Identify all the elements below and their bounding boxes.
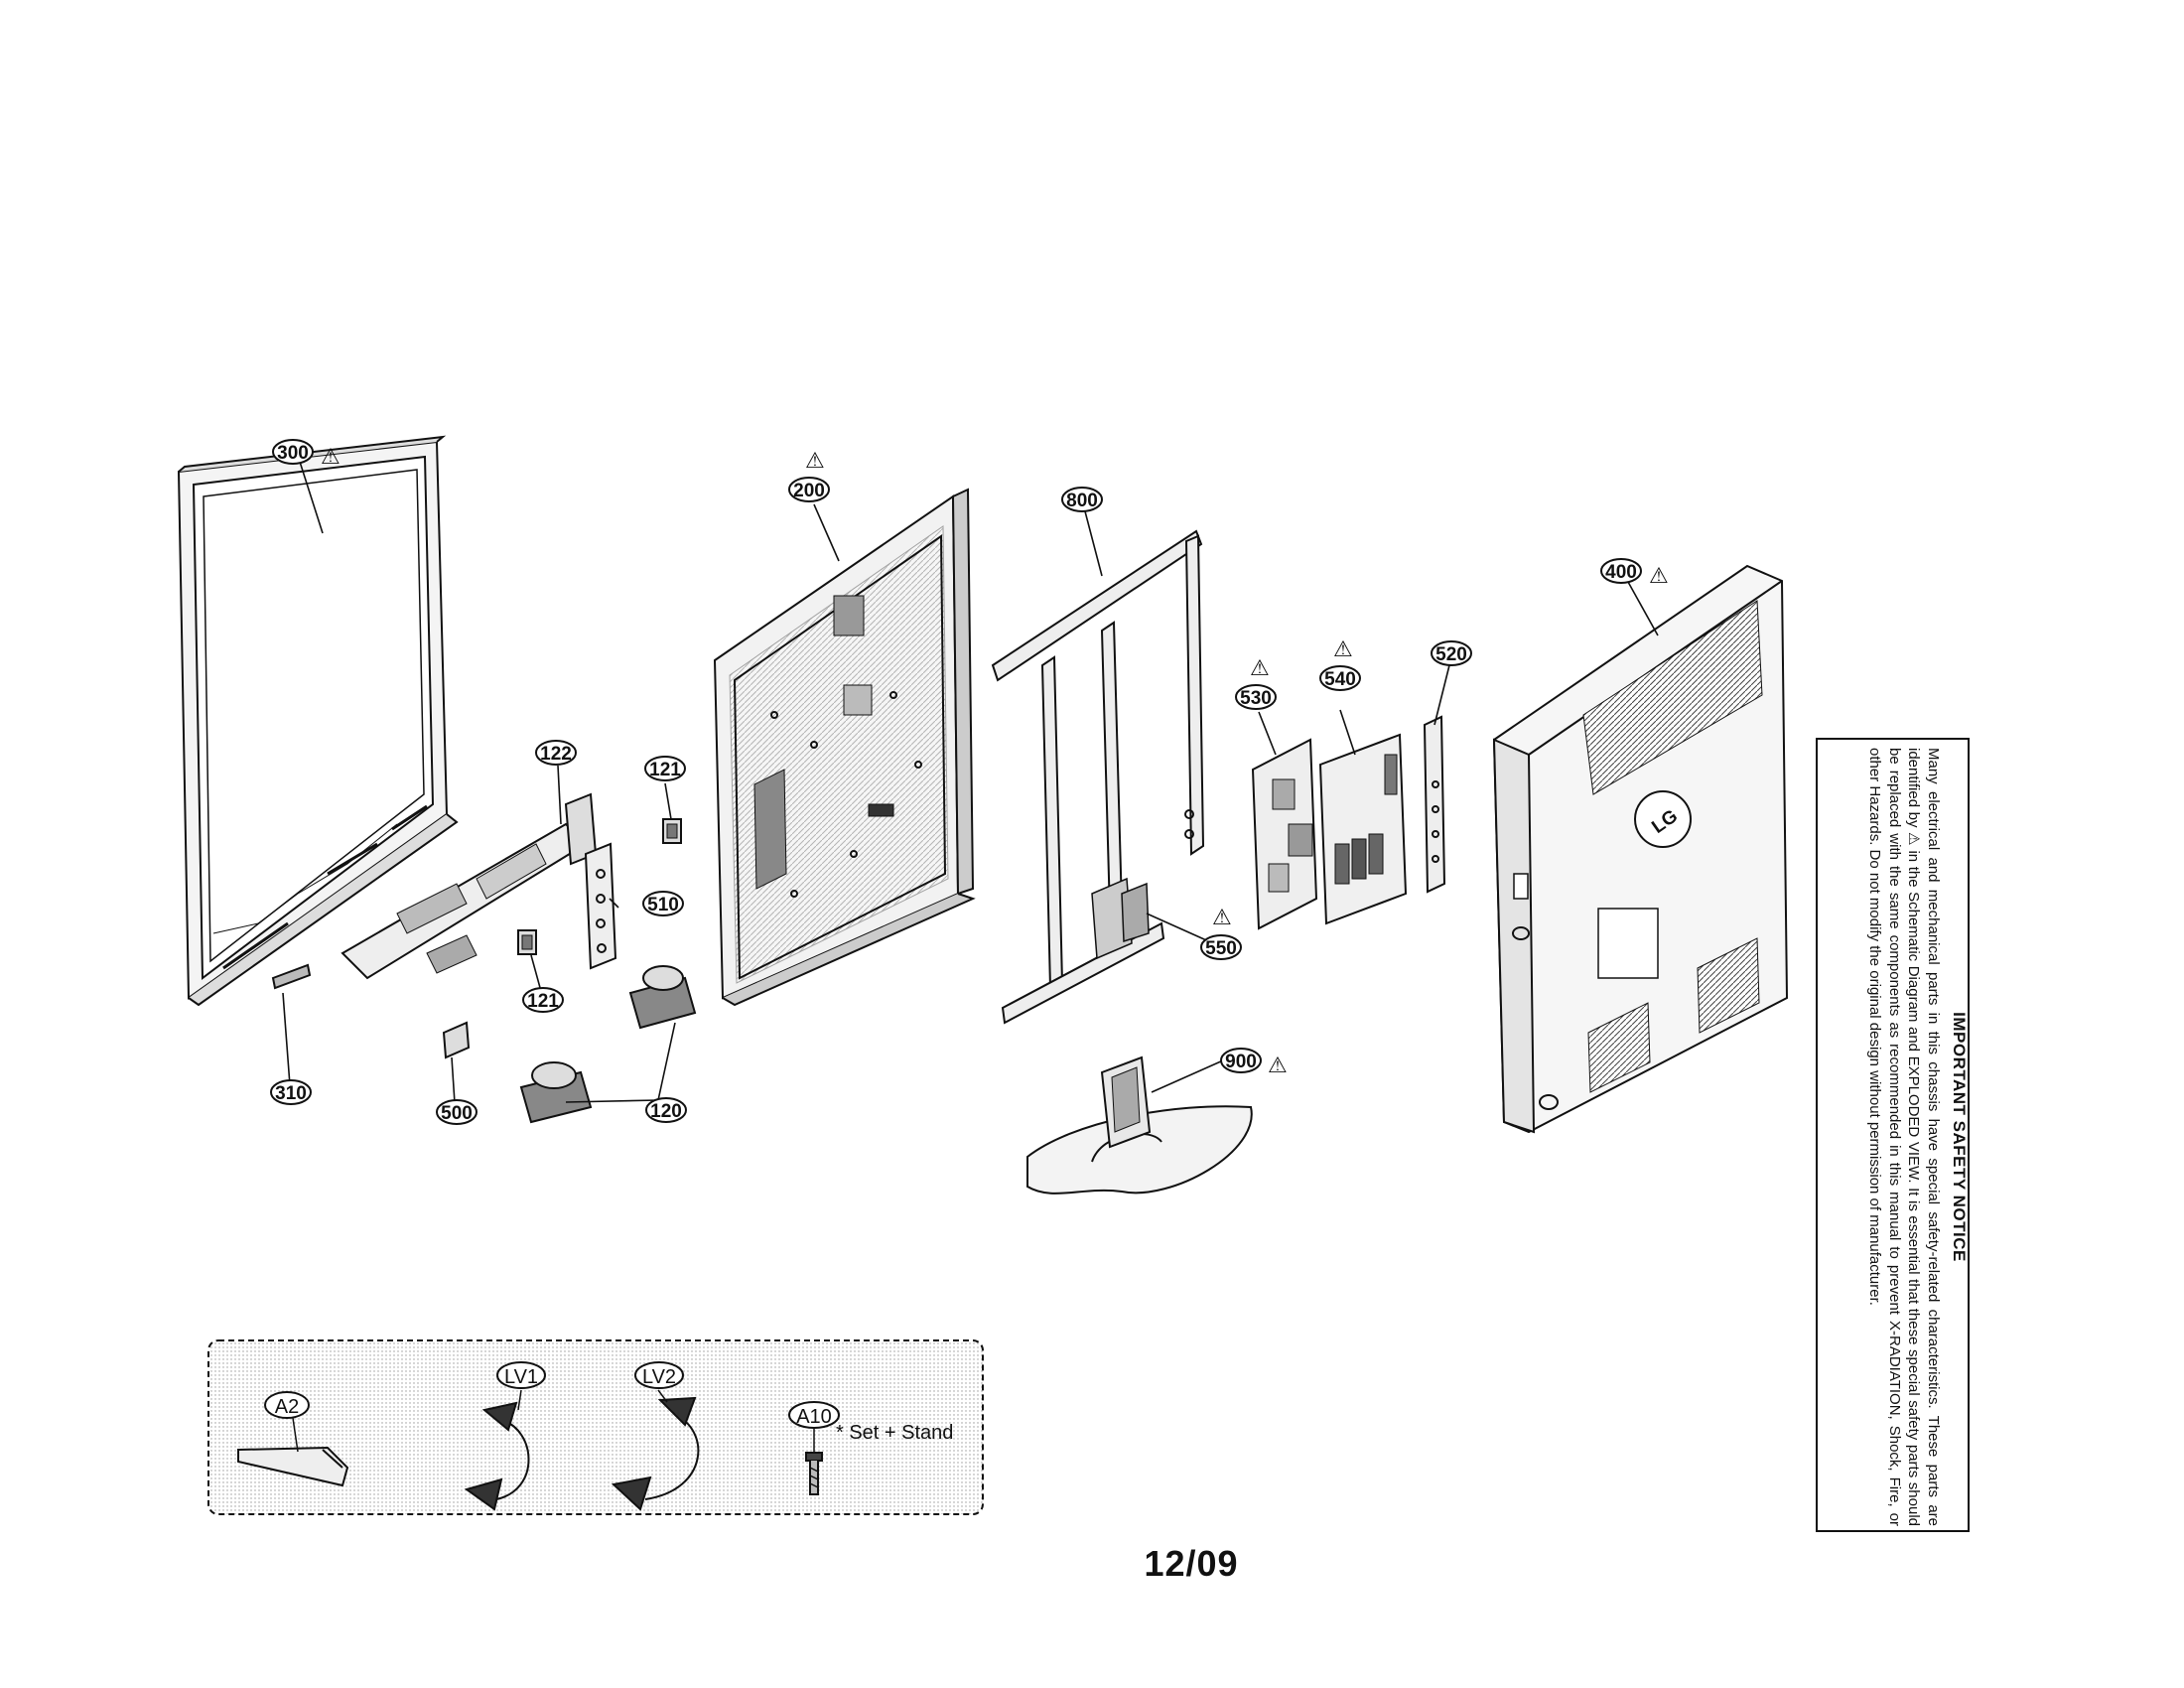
- svg-text:550: 550: [1205, 938, 1237, 959]
- a10-note: * Set + Stand: [836, 1422, 953, 1444]
- cable-lv1-part: [464, 1389, 530, 1511]
- callout-121-upper: 121: [644, 756, 686, 781]
- accessories-panel: A2 LV1 LV2 A10: [207, 1339, 984, 1515]
- svg-text:200: 200: [793, 481, 825, 501]
- side-bracket-part: [1423, 715, 1446, 894]
- speaker-upper-part: [628, 965, 697, 1030]
- svg-text:900: 900: [1225, 1052, 1257, 1072]
- callout-121-lower: 121: [522, 987, 564, 1013]
- callout-520: 520: [1431, 640, 1472, 666]
- svg-text:400: 400: [1605, 562, 1637, 583]
- callout-550: 550: [1200, 934, 1242, 960]
- callout-200: 200: [788, 477, 830, 502]
- svg-text:LV2: LV2: [642, 1366, 676, 1388]
- remote-control-part: [237, 1417, 349, 1487]
- warning-icon: ⚠: [321, 445, 341, 470]
- svg-text:520: 520: [1435, 644, 1467, 665]
- svg-text:510: 510: [647, 895, 679, 915]
- callout-120: 120: [645, 1097, 687, 1123]
- svg-text:800: 800: [1066, 491, 1098, 511]
- callout-310: 310: [270, 1079, 312, 1105]
- callout-a10: A10: [788, 1401, 840, 1429]
- svg-text:310: 310: [275, 1083, 307, 1104]
- callout-a2: A2: [264, 1391, 310, 1419]
- button-holder-lower-part: [517, 929, 537, 955]
- callout-530: 530: [1235, 684, 1277, 710]
- callout-540: 540: [1319, 665, 1361, 691]
- callout-400: 400: [1600, 558, 1642, 584]
- warning-icon: ⚠: [1333, 637, 1353, 662]
- back-cover-part: [1492, 564, 1789, 1134]
- cable-lv2-part: [611, 1389, 700, 1511]
- svg-text:530: 530: [1240, 688, 1272, 709]
- svg-text:LV1: LV1: [504, 1366, 538, 1388]
- callout-500: 500: [436, 1099, 478, 1125]
- main-board-part: [1318, 733, 1408, 925]
- ir-window-part: [271, 963, 312, 990]
- callout-122: 122: [535, 740, 577, 766]
- warning-icon: ⚠: [1250, 656, 1270, 681]
- svg-text:500: 500: [441, 1103, 473, 1124]
- part-callouts: 300 200 800 400 122 121 510 121 530 540 …: [270, 439, 1642, 1125]
- page-number: 12/09: [1144, 1543, 1239, 1584]
- button-holder-upper-part: [662, 818, 682, 844]
- svg-text:A10: A10: [796, 1406, 832, 1428]
- callout-800: 800: [1061, 487, 1103, 512]
- callout-510: 510: [642, 891, 684, 916]
- callout-lv1: LV1: [496, 1361, 546, 1389]
- svg-text:A2: A2: [275, 1396, 299, 1418]
- svg-text:300: 300: [277, 443, 309, 464]
- safety-notice-box: IMPORTANT SAFETY NOTICE Many electrical …: [1816, 738, 1970, 1532]
- warning-icon: ⚠: [1649, 564, 1669, 589]
- callout-lv2: LV2: [634, 1361, 684, 1389]
- safety-notice-content: IMPORTANT SAFETY NOTICE Many electrical …: [1822, 748, 1970, 1526]
- support-frame-part: [991, 529, 1205, 1025]
- stand-base-part: [1026, 1055, 1253, 1195]
- lcd-module-part: [713, 488, 976, 1007]
- warning-icon: ⚠: [1268, 1054, 1288, 1078]
- speaker-bracket-part: [341, 792, 598, 980]
- callout-900: 900: [1220, 1048, 1262, 1073]
- svg-text:121: 121: [527, 991, 559, 1012]
- screw-a10-part: [805, 1428, 823, 1495]
- svg-text:540: 540: [1324, 669, 1356, 690]
- warning-icon: ⚠: [805, 449, 825, 474]
- switch-board-part: [442, 1021, 471, 1059]
- safety-warning-marks: ⚠ ⚠ ⚠ ⚠ ⚠ ⚠ ⚠: [321, 445, 1669, 1078]
- svg-text:122: 122: [540, 744, 572, 765]
- svg-text:121: 121: [649, 760, 681, 780]
- front-bezel-part: [177, 435, 459, 1007]
- speaker-lower-part: [519, 1061, 593, 1124]
- power-board-part: [1251, 738, 1318, 930]
- safety-notice-title: IMPORTANT SAFETY NOTICE: [1950, 1012, 1969, 1262]
- safety-notice-body: Many electrical and mechanical parts in …: [1866, 748, 1943, 1526]
- callout-300: 300: [272, 439, 314, 465]
- warning-icon: ⚠: [1212, 906, 1232, 930]
- svg-text:120: 120: [650, 1101, 682, 1122]
- side-plate-part: [584, 842, 617, 970]
